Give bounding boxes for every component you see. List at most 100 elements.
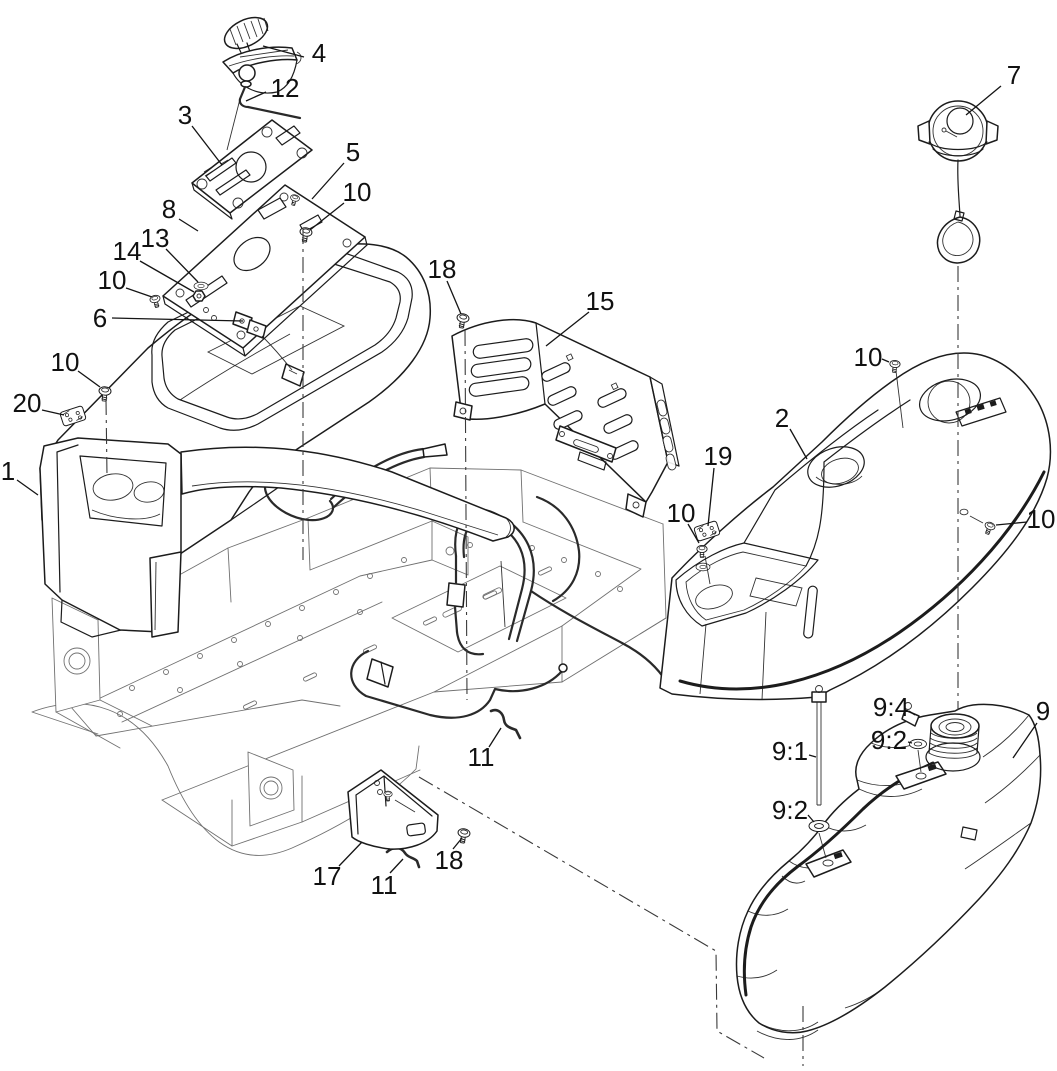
fuel-cap-7	[917, 100, 999, 264]
callout-label-10-8: 10	[98, 265, 127, 295]
callout-leader-7-15	[965, 85, 1002, 116]
console-icons	[964, 400, 997, 415]
nut-14	[192, 290, 206, 302]
cap-tab-right	[985, 120, 999, 145]
screw-18-upper	[454, 312, 471, 330]
corner-hole	[342, 238, 352, 248]
corner-hole	[261, 126, 273, 138]
console-accent-swoosh	[678, 470, 1046, 691]
shield-bottom-bracket	[555, 425, 617, 463]
shield-foot-right	[625, 493, 647, 518]
panel-throttle-slot	[205, 157, 237, 182]
corner-hole	[196, 178, 208, 190]
bracket-slot	[394, 799, 416, 813]
callout-label-1-14: 1	[1, 456, 15, 486]
callout-label-15-11: 15	[586, 286, 615, 316]
lever-body	[222, 46, 298, 74]
callout-leader-13-6	[165, 248, 199, 283]
plate-8-thickness	[162, 236, 368, 357]
foot-hole	[459, 407, 467, 415]
callout-leader-8-5	[178, 218, 199, 232]
callout-label-4-0: 4	[312, 38, 326, 68]
callout-leader-9:1-23	[808, 754, 817, 758]
alignment-line-v4	[105, 398, 108, 477]
callout-leader-15-11	[545, 311, 590, 347]
callout-label-2-17: 2	[775, 403, 789, 433]
washer-13	[193, 281, 209, 291]
console-latch-pocket	[281, 363, 305, 387]
icon-plate	[955, 397, 1007, 427]
plate-8-center-hole	[233, 236, 271, 272]
callout-label-17-27: 17	[313, 861, 342, 891]
recess-scoop	[92, 473, 134, 501]
frame-mid-rail-2	[121, 601, 383, 723]
cup-recess-rear	[919, 378, 981, 422]
heat-shield-15	[451, 318, 680, 518]
console-slot	[803, 585, 818, 639]
nut-body	[192, 290, 206, 302]
cap-tab-left	[917, 120, 931, 145]
part-9-1-rod	[811, 685, 827, 806]
hook-11-lower	[385, 846, 421, 869]
cup-recess-front-inner	[821, 457, 859, 485]
callout-leader-14-7	[139, 260, 195, 293]
frame-front-edge	[95, 699, 341, 737]
panel-3-thickness	[191, 182, 233, 220]
console-2-ridges	[743, 399, 911, 567]
rod-shaft	[816, 700, 822, 806]
callout-leader-11-26	[488, 727, 502, 748]
corner-hole	[236, 330, 246, 340]
washer-alignment-line	[818, 832, 827, 859]
alignment-lines	[105, 228, 959, 1066]
rod-ball	[238, 64, 256, 82]
shield-square-hole	[565, 353, 574, 362]
tank-accent-line	[742, 761, 935, 997]
frame-ties	[55, 699, 153, 749]
shield-edge-slots	[656, 399, 677, 471]
callout-label-10-4: 10	[343, 177, 372, 207]
callout-leader-9:2-24	[807, 814, 815, 823]
shield-slots	[541, 362, 639, 460]
pad-icon	[927, 763, 937, 772]
callout-leader-2-17	[789, 428, 808, 460]
fitting-ball	[904, 702, 912, 710]
callout-leader-10-12	[77, 370, 101, 388]
callout-label-12-1: 12	[271, 73, 300, 103]
neck-inner-2	[945, 722, 965, 732]
bracket-hole	[377, 789, 383, 795]
frame-post	[227, 547, 232, 603]
bracket-hole	[607, 453, 613, 459]
cup-recess-rear-inner	[927, 380, 971, 424]
neck-inner	[938, 718, 972, 736]
frame-risers	[231, 617, 667, 847]
cap-tether-cord	[957, 159, 961, 217]
front-cover-edge	[56, 444, 79, 593]
bracket-hole	[559, 431, 565, 437]
foot-hole	[632, 501, 640, 509]
screw-10-d	[888, 359, 901, 374]
frame-slots	[243, 566, 552, 710]
callout-leader-18-10	[446, 280, 462, 315]
callout-leader-1-14	[16, 479, 39, 496]
screw-alignment-line	[969, 515, 984, 524]
front-cover-recess	[79, 455, 167, 527]
console-front-facets	[699, 611, 767, 701]
cap-detail-dot	[941, 127, 947, 133]
hose-coupler	[446, 582, 466, 608]
callout-label-8-5: 8	[162, 194, 176, 224]
strap-connector	[953, 210, 965, 222]
bracket-slot	[573, 439, 599, 453]
right-console-2	[659, 352, 1052, 701]
fuel-tank-9	[735, 685, 1042, 1040]
cap-skirt	[928, 141, 988, 157]
bracket-hole-inner	[68, 652, 86, 670]
latch-slot	[288, 369, 298, 375]
bracket-hole	[63, 647, 91, 675]
callout-label-5-3: 5	[346, 137, 360, 167]
callout-leader-10-8	[125, 287, 153, 298]
callout-leader-9-25	[1012, 722, 1038, 759]
fuel-strap	[350, 649, 564, 719]
callout-label-9-25: 9	[1036, 696, 1050, 726]
callout-leader-10-4	[309, 202, 345, 231]
